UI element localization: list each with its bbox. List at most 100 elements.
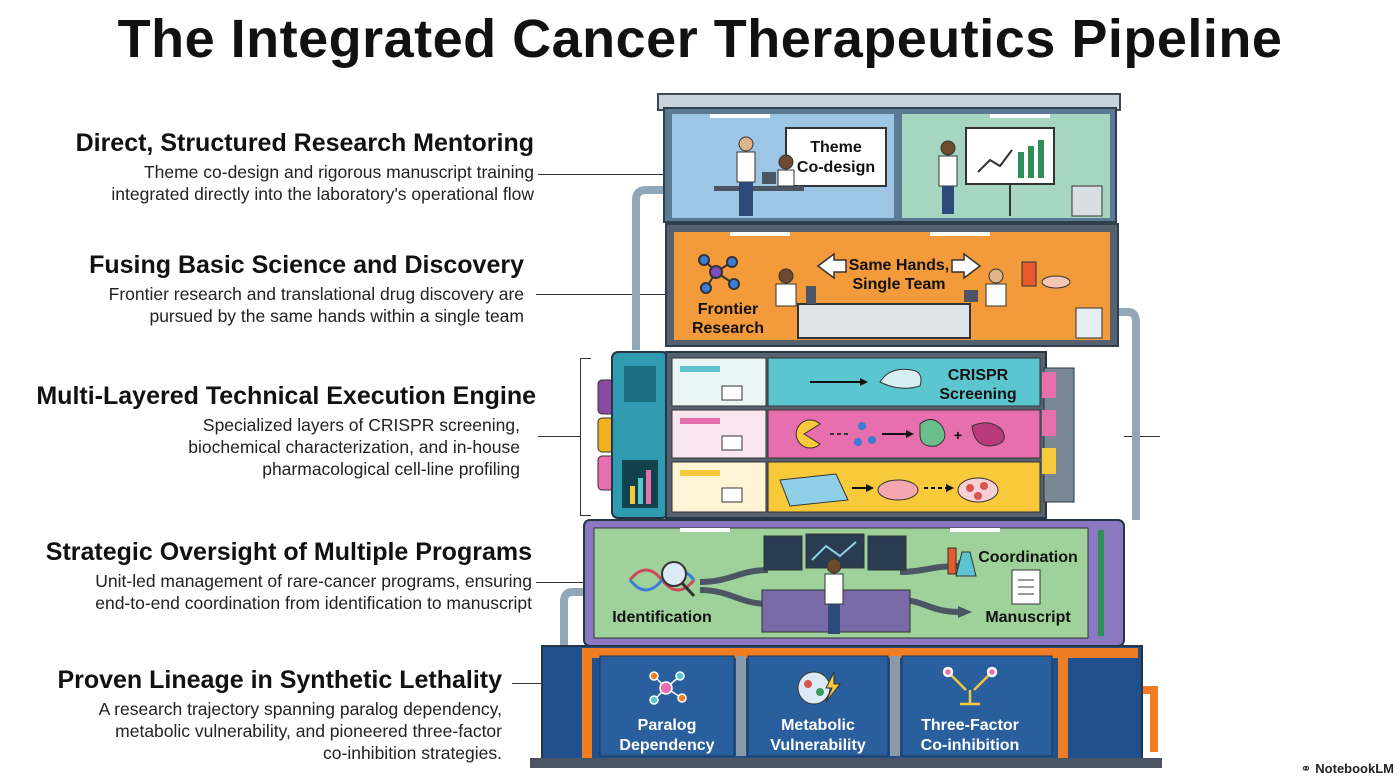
scientist-icon (738, 136, 754, 152)
manuscript-label: Manuscript (985, 609, 1071, 626)
scientist-icon (777, 169, 795, 187)
section-mentoring: Direct, Structured Research Mentoring Th… (14, 128, 534, 205)
board-label-line2: Co-design (797, 159, 875, 176)
section-heading: Multi-Layered Technical Execution Engine (36, 382, 536, 410)
floor-lineage: Paralog Dependency Metabolic Vulnerabili… (541, 645, 1143, 761)
scientist-icon (778, 154, 794, 170)
same-hands-line1: Same Hands, (849, 257, 949, 274)
room-label-line1: Paralog (638, 717, 697, 734)
section-description: Unit-led management of rare-cancer progr… (95, 571, 532, 613)
floor-fusing: Frontier Research Same Hands, Single Tea… (665, 223, 1119, 347)
section-description: Frontier research and translational drug… (108, 284, 524, 326)
scientist-icon (828, 604, 840, 634)
magnifier-icon (661, 561, 687, 587)
pipe (1118, 308, 1140, 520)
frontier-label-line2: Research (692, 320, 764, 337)
whiteboard (785, 127, 887, 187)
room-label-line2: Vulnerability (770, 737, 866, 754)
page-title: The Integrated Cancer Therapeutics Pipel… (117, 9, 1283, 69)
room-paralog (599, 655, 735, 757)
protein-icon (971, 422, 1005, 447)
network-icon (649, 671, 687, 705)
room-label-line2: Dependency (619, 737, 714, 754)
notebook-icon: ⚭ (1300, 761, 1312, 776)
scientist-icon (739, 182, 753, 216)
scientist-icon (988, 268, 1004, 284)
section-heading: Fusing Basic Science and Discovery (89, 251, 524, 279)
section-oversight: Strategic Oversight of Multiple Programs… (0, 537, 532, 614)
connector-line (1124, 436, 1160, 437)
bracket (580, 358, 591, 516)
petri-dish-icon (957, 477, 999, 503)
arrow-right-icon (951, 252, 982, 280)
enzyme-icon (795, 419, 821, 449)
lab-bench (797, 303, 971, 339)
section-fusing: Fusing Basic Science and Discovery Front… (4, 250, 524, 327)
room-label-line2: Co-inhibition (921, 737, 1020, 754)
connector-line (538, 174, 664, 175)
section-description: Theme co-design and rigorous manuscript … (111, 162, 534, 204)
scientist-icon (778, 268, 794, 284)
brand-watermark: ⚭NotebookLM (1300, 761, 1394, 776)
scientist-icon (824, 573, 844, 605)
room-three-factor (901, 655, 1053, 757)
scientist-icon (775, 283, 797, 307)
connector-line (538, 436, 580, 437)
monitor-icon (763, 535, 803, 571)
floor-oversight: Identification Coordination Manuscript (583, 519, 1125, 647)
section-engine: Multi-Layered Technical Execution Engine… (0, 381, 536, 480)
flask-icon (955, 551, 977, 577)
laptop-icon (762, 172, 776, 184)
section-heading: Direct, Structured Research Mentoring (75, 129, 534, 157)
same-hands-line2: Single Team (852, 276, 945, 293)
metabolic-icon (797, 671, 831, 705)
monitor-icon (867, 535, 907, 571)
frontier-label-line1: Frontier (698, 301, 758, 318)
petri-dish-icon (877, 479, 919, 501)
section-description: Specialized layers of CRISPR screening, … (188, 415, 520, 479)
file-cabinet-icon (1071, 185, 1103, 217)
petri-dish-icon (1041, 275, 1071, 289)
test-tube-icon (947, 547, 957, 575)
crispr-label-line1: CRISPR (948, 367, 1009, 384)
coordination-label: Coordination (978, 549, 1078, 566)
flask-icon (1075, 307, 1103, 339)
connector-line (536, 582, 586, 583)
inhibition-icon (942, 666, 998, 706)
scientist-icon (938, 155, 958, 187)
scientist-icon (985, 283, 1007, 307)
section-heading: Proven Lineage in Synthetic Lethality (57, 666, 502, 694)
svg-text:+: + (954, 427, 962, 443)
section-lineage: Proven Lineage in Synthetic Lethality A … (0, 665, 502, 764)
section-description: A research trajectory spanning paralog d… (98, 699, 502, 763)
ground (530, 758, 1162, 768)
floor-mentoring: Theme Co-design (663, 107, 1117, 223)
floor-technical-engine: CRISPR Screening + (597, 351, 1075, 519)
crispr-label-line2: Screening (939, 386, 1016, 403)
scientist-icon (942, 186, 954, 214)
pipe (1140, 686, 1158, 752)
room-label-line1: Three-Factor (921, 717, 1019, 734)
identification-label: Identification (612, 609, 712, 626)
scientist-icon (826, 558, 842, 574)
room-label-line1: Metabolic (781, 717, 855, 734)
pipe (560, 588, 586, 648)
laptop-icon (964, 290, 978, 302)
molecule-icon (698, 254, 740, 294)
scientist-icon (736, 151, 756, 183)
lightning-icon (825, 671, 842, 703)
dna-cutter-icon (879, 368, 922, 389)
board-label-line1: Theme (810, 139, 862, 156)
protein-icon (919, 419, 946, 447)
scientist-icon (940, 140, 956, 156)
well-plate-icon (779, 473, 849, 507)
medicine-bottle-icon (1021, 261, 1037, 287)
section-heading: Strategic Oversight of Multiple Programs (45, 538, 532, 566)
microscope-icon (806, 286, 816, 304)
pipe (632, 186, 664, 350)
arrow-left-icon (816, 252, 847, 280)
connector-line (512, 683, 542, 684)
desk (714, 186, 804, 191)
connector-line (536, 294, 668, 295)
